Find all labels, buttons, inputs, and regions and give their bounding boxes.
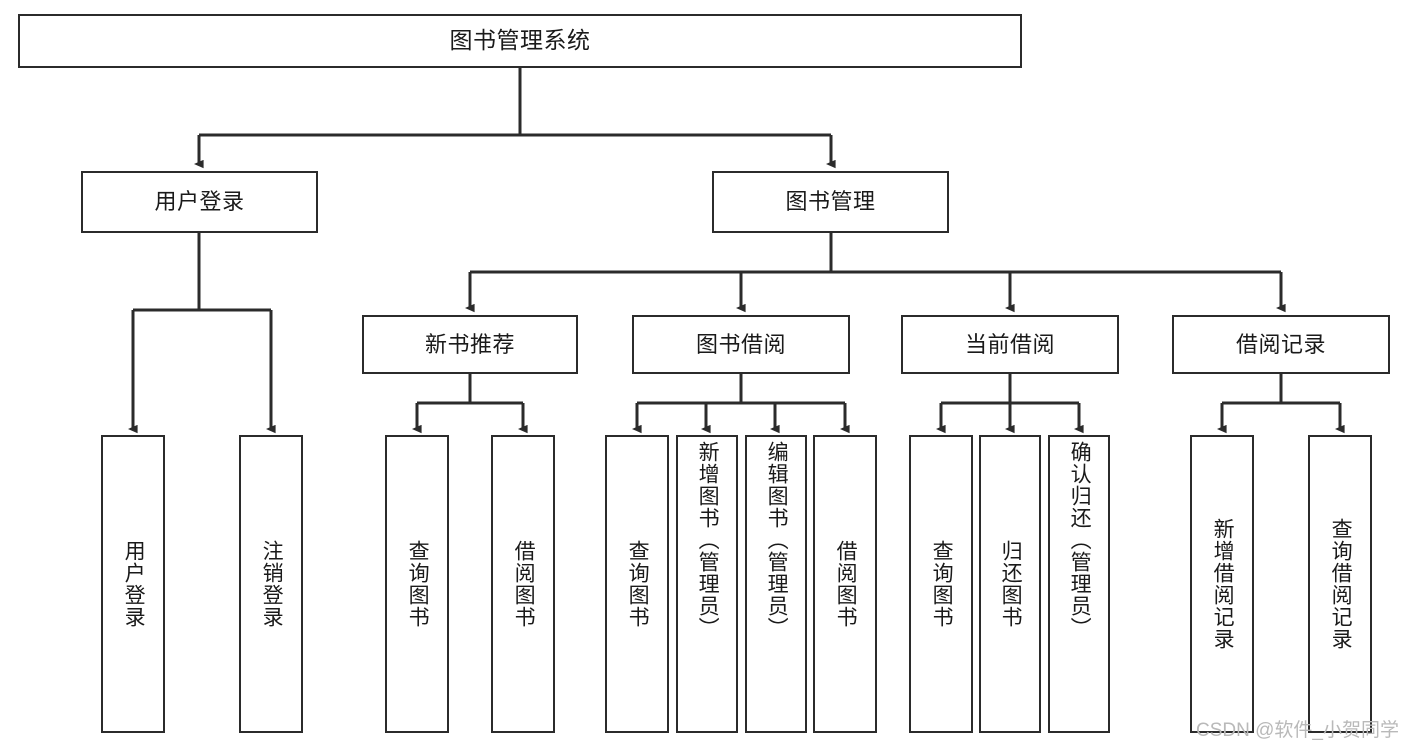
leaf-query-book-1-label: 查询图书 [406, 540, 430, 628]
leaf-user-logout[interactable]: 注销登录 [239, 435, 303, 733]
leaf-add-record[interactable]: 新增借阅记录 [1190, 435, 1254, 733]
leaf-borrow-book-1[interactable]: 借阅图书 [491, 435, 555, 733]
leaf-query-book-3[interactable]: 查询图书 [909, 435, 973, 733]
node-root[interactable]: 图书管理系统 [18, 14, 1022, 68]
node-current-borrow[interactable]: 当前借阅 [901, 315, 1119, 374]
node-book-manage-label: 图书管理 [785, 189, 876, 215]
node-user-login[interactable]: 用户登录 [81, 171, 318, 233]
leaf-confirm-return-label: 确认归还（管理员） [1068, 441, 1092, 639]
leaf-confirm-return[interactable]: 确认归还（管理员） [1048, 435, 1110, 733]
leaf-edit-book-label: 编辑图书（管理员） [765, 441, 789, 639]
leaf-query-book-2[interactable]: 查询图书 [605, 435, 669, 733]
leaf-query-book-3-label: 查询图书 [930, 540, 954, 628]
leaf-borrow-book-1-label: 借阅图书 [512, 540, 536, 628]
node-new-book-recommend-label: 新书推荐 [424, 331, 515, 357]
node-book-manage[interactable]: 图书管理 [712, 171, 949, 233]
node-book-borrow-label: 图书借阅 [695, 331, 786, 357]
leaf-query-book-1[interactable]: 查询图书 [385, 435, 449, 733]
leaf-return-book-label: 归还图书 [999, 540, 1023, 628]
leaf-add-book-label: 新增图书（管理员） [696, 441, 720, 639]
leaf-user-login[interactable]: 用户登录 [101, 435, 165, 733]
node-book-borrow[interactable]: 图书借阅 [632, 315, 850, 374]
node-current-borrow-label: 当前借阅 [964, 331, 1055, 357]
leaf-query-book-2-label: 查询图书 [626, 540, 650, 628]
leaf-query-record-label: 查询借阅记录 [1329, 518, 1353, 650]
node-new-book-recommend[interactable]: 新书推荐 [362, 315, 578, 374]
leaf-borrow-book-2[interactable]: 借阅图书 [813, 435, 877, 733]
leaf-user-login-label: 用户登录 [122, 540, 146, 628]
leaf-return-book[interactable]: 归还图书 [979, 435, 1041, 733]
node-user-login-label: 用户登录 [154, 189, 245, 215]
leaf-query-record[interactable]: 查询借阅记录 [1308, 435, 1372, 733]
node-root-label: 图书管理系统 [449, 27, 591, 54]
leaf-add-book[interactable]: 新增图书（管理员） [676, 435, 738, 733]
csdn-watermark: CSDN @软件_小贺同学 [1196, 720, 1399, 741]
node-borrow-record[interactable]: 借阅记录 [1172, 315, 1390, 374]
leaf-add-record-label: 新增借阅记录 [1211, 518, 1235, 650]
leaf-borrow-book-2-label: 借阅图书 [834, 540, 858, 628]
leaf-user-logout-label: 注销登录 [260, 540, 284, 628]
leaf-edit-book[interactable]: 编辑图书（管理员） [745, 435, 807, 733]
node-borrow-record-label: 借阅记录 [1235, 331, 1326, 357]
